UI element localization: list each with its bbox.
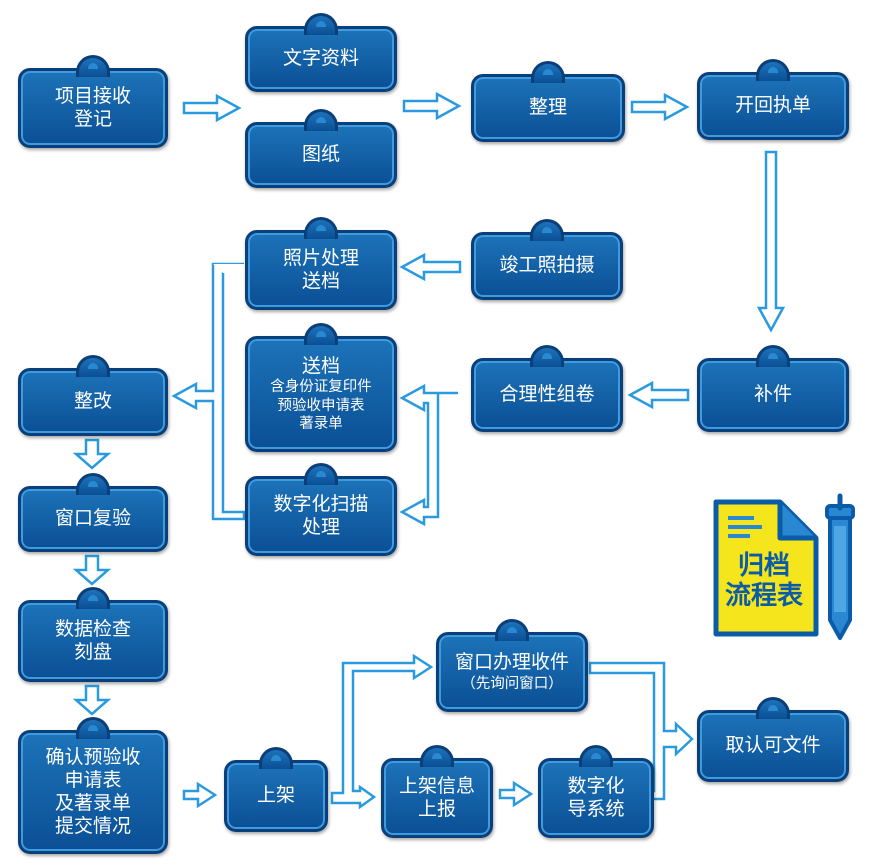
node-receipt[interactable]: 开回执单 [697,59,849,140]
node-window-processing[interactable]: 窗口办理收件 （先询问窗口） [436,619,588,712]
node-label-line: 文字资料 [282,47,359,70]
node-shelve[interactable]: 上架 [224,747,328,832]
node-data-check[interactable]: 数据检查 刻盘 [18,587,168,682]
arrow-rectify-to-recheck [72,438,112,470]
node-drawings[interactable]: 图纸 [245,109,397,188]
arrow-materials-to-organize [402,91,462,121]
node-label-line: 送档 [301,355,340,378]
node-label-line: 导系统 [567,798,625,820]
node-label-line: 项目接收 [54,84,131,107]
logo-line: 流程表 [724,580,803,611]
arrow-photo-to-processing [399,252,462,282]
node-text-materials[interactable]: 文字资料 [245,13,397,92]
logo-title: 归档 流程表 [716,551,812,612]
node-detail-line: 著录单 [299,415,343,432]
document-icon [713,499,819,637]
clip-tab [530,219,564,241]
node-label-line: 刻盘 [73,641,112,663]
node-confirm-submission[interactable]: 确认预验收 申请表 及著录单 提交情况 [18,717,168,854]
node-label-line: 整改 [73,390,112,413]
clip-tab [304,13,338,35]
clip-tab [579,745,613,767]
node-label-line: 数字化扫描 [273,492,369,515]
node-shelf-info[interactable]: 上架信息 上报 [381,745,493,838]
node-note: （先询问窗口） [461,675,563,692]
clip-tab [76,587,110,609]
clip-tab [756,59,790,81]
node-photo-processing[interactable]: 照片处理 送档 [245,217,397,310]
arrow-bracket-top [213,264,244,273]
arrow-recheck-to-datacheck [72,554,112,586]
clip-tab [304,463,338,485]
archive-logo [713,493,855,640]
logo-line: 归档 [737,551,790,581]
node-label-line: 照片处理 [282,246,359,269]
node-label-line: 上架信息 [398,774,475,797]
node-label-line: 开回执单 [734,94,811,117]
clip-tab [259,747,293,769]
clip-tab [76,717,110,739]
arrow-shelf-info-to-digital [498,780,534,808]
clip-tab [304,217,338,239]
arrow-datacheck-to-confirm [72,684,112,716]
node-label-line: 上报 [417,798,456,820]
node-submit-docs[interactable]: 送档 含身份证复印件 预验收申请表 著录单 [245,323,397,452]
node-label-line: 登记 [73,108,112,130]
clip-tab [530,345,564,367]
node-get-certificate[interactable]: 取认可文件 [697,697,849,782]
clip-tab [76,473,110,495]
node-digital-system[interactable]: 数字化 导系统 [538,745,654,838]
clip-tab [420,745,454,767]
node-project-registration[interactable]: 项目接收 登记 [18,55,168,148]
arrow-register-to-materials [182,93,242,123]
node-supplement[interactable]: 补件 [697,345,849,432]
clip-tab [756,697,790,719]
clip-tab [76,355,110,377]
node-window-recheck[interactable]: 窗口复验 [18,473,168,552]
node-organize[interactable]: 整理 [471,61,625,142]
node-label-line: 及著录单 [54,792,131,814]
node-rectify[interactable]: 整改 [18,355,168,436]
node-digital-scan[interactable]: 数字化扫描 处理 [245,463,397,556]
node-label-line: 确认预验收 [45,745,141,768]
arrow-receipt-to-supplement [756,150,786,333]
node-completion-photo[interactable]: 竣工照拍摄 [471,219,623,300]
clip-tab [495,619,529,641]
node-label-line: 窗口办理收件 [454,651,569,674]
arrow-volume-to-submit-scan [399,383,458,527]
pen-icon [825,493,855,640]
node-detail-line: 预验收申请表 [277,397,365,414]
node-detail-line: 含身份证复印件 [270,379,372,396]
arrow-supplement-to-volume [627,380,690,410]
node-label-line: 补件 [753,383,792,406]
clip-tab [304,109,338,131]
node-label-line: 提交情况 [54,815,131,838]
node-label-line: 数据检查 [54,617,131,640]
node-reasonable-volume[interactable]: 合理性组卷 [471,345,623,432]
node-label-line: 送档 [301,270,340,292]
clip-tab [304,323,338,345]
clip-tab [531,61,565,83]
node-label-line: 窗口复验 [54,507,131,530]
arrow-confirm-to-shelve [182,781,218,809]
node-label-line: 申请表 [64,768,122,791]
arrow-shelve-to-window-and-info [330,653,434,810]
arrow-to-get-certificate [588,661,694,801]
node-label-line: 整理 [528,96,567,119]
node-label-line: 上架 [256,784,295,807]
node-label-line: 处理 [301,516,340,538]
clip-tab [756,345,790,367]
node-label-line: 数字化 [567,774,625,797]
node-label-line: 合理性组卷 [499,383,595,406]
node-label-line: 竣工照拍摄 [499,254,595,277]
node-label-line: 取认可文件 [725,734,821,757]
clip-tab [76,55,110,77]
arrow-left-bracket-to-rectify [171,262,246,521]
node-label-line: 图纸 [301,143,340,166]
arrow-organize-to-receipt [630,92,690,122]
